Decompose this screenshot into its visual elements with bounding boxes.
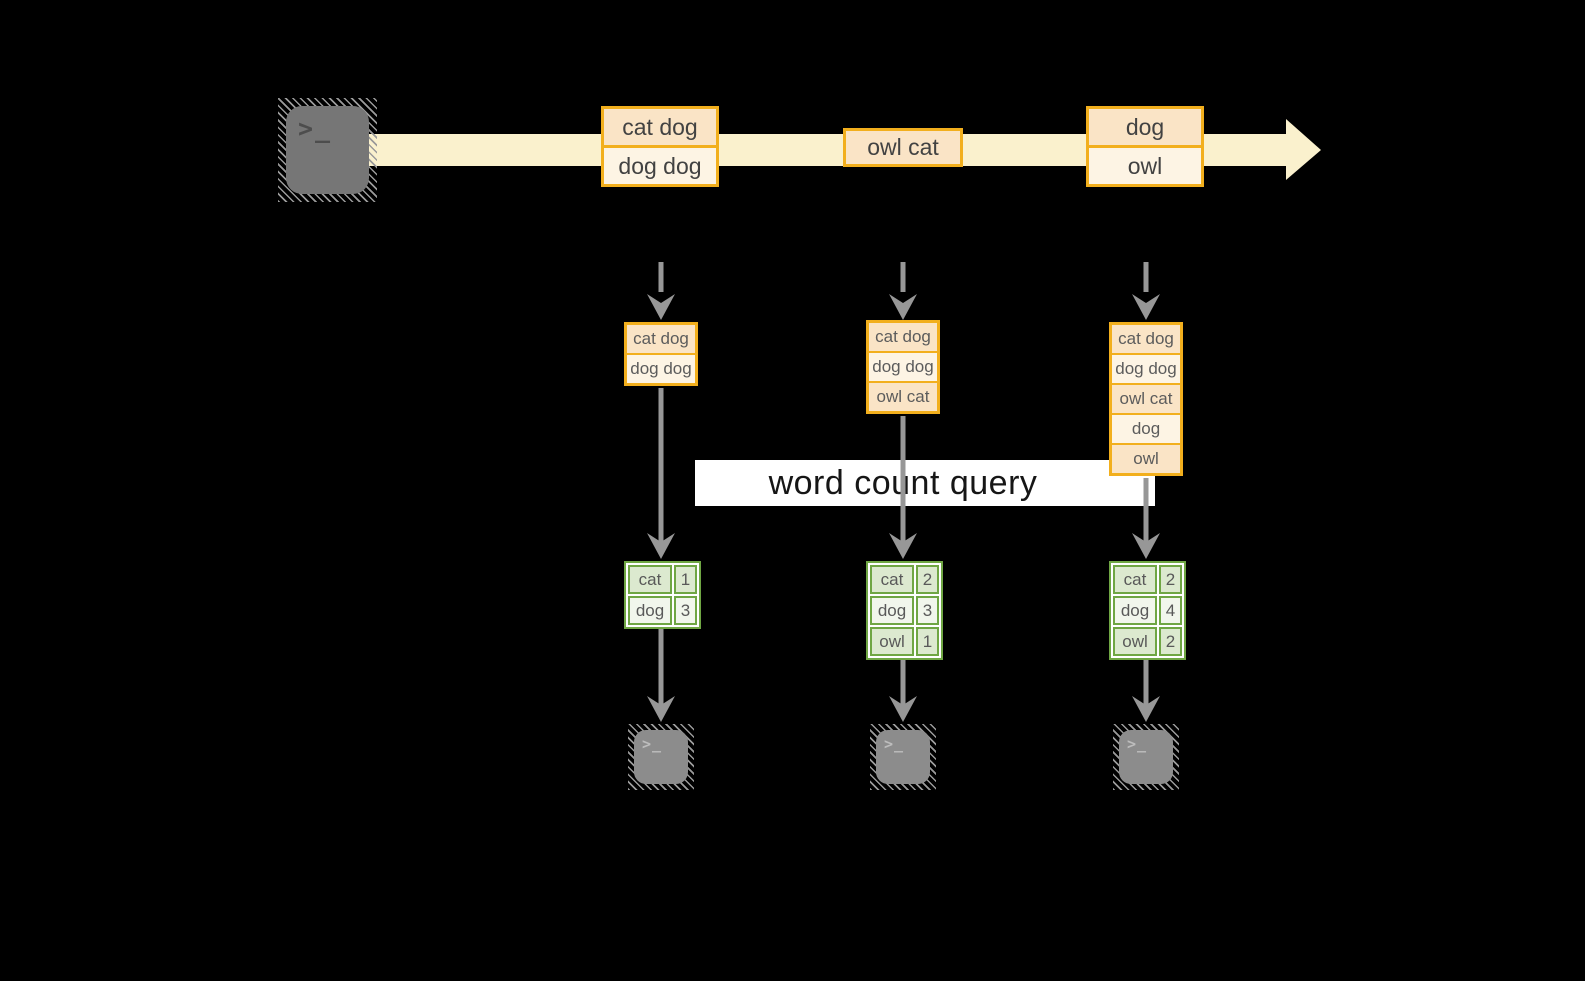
count-cell: 2 bbox=[916, 565, 939, 594]
stack-record: owl cat bbox=[869, 383, 937, 411]
terminal-source-icon: >_ bbox=[278, 98, 377, 202]
table-row: owl 2 bbox=[1113, 627, 1182, 656]
stream-arrowhead-icon bbox=[1286, 119, 1321, 180]
record-stack-2: cat dog dog dog owl cat bbox=[866, 320, 940, 414]
stack-record: cat dog bbox=[1112, 325, 1180, 353]
dashed-arrow-head-2-icon bbox=[889, 294, 917, 320]
word-cell: dog bbox=[628, 596, 672, 625]
stack-record: cat dog bbox=[627, 325, 695, 353]
word-cell: dog bbox=[870, 596, 914, 625]
record-stack-3: cat dog dog dog owl cat dog owl bbox=[1109, 322, 1183, 476]
word-cell: owl bbox=[870, 627, 914, 656]
stream-record: owl bbox=[1089, 148, 1201, 184]
terminal-body: >_ bbox=[286, 106, 369, 194]
dashed-arrow-head-1-icon bbox=[647, 294, 675, 320]
stream-event-box-1: cat dog dog dog bbox=[601, 106, 719, 187]
output-arrow-head-3-icon bbox=[1132, 696, 1160, 722]
count-table-1: cat 1 dog 3 bbox=[624, 561, 701, 629]
count-table-3: cat 2 dog 4 owl 2 bbox=[1109, 561, 1186, 660]
stack-record: owl bbox=[1112, 445, 1180, 473]
table-row: dog 3 bbox=[628, 596, 697, 625]
table-row: cat 2 bbox=[870, 565, 939, 594]
stack-record: owl cat bbox=[1112, 385, 1180, 413]
terminal-output-icon-3: >_ bbox=[1113, 724, 1179, 790]
terminal-body: >_ bbox=[1119, 730, 1173, 784]
count-table-2: cat 2 dog 3 owl 1 bbox=[866, 561, 943, 660]
word-cell: cat bbox=[870, 565, 914, 594]
terminal-body: >_ bbox=[876, 730, 930, 784]
output-arrow-head-1-icon bbox=[647, 696, 675, 722]
terminal-prompt-icon: >_ bbox=[884, 735, 905, 753]
stream-record: dog dog bbox=[604, 148, 716, 184]
word-cell: dog bbox=[1113, 596, 1157, 625]
stack-record: dog bbox=[1112, 415, 1180, 443]
table-row: dog 4 bbox=[1113, 596, 1182, 625]
query-arrow-head-2-icon bbox=[889, 533, 917, 559]
record-stack-1: cat dog dog dog bbox=[624, 322, 698, 386]
stream-event-box-2: owl cat bbox=[843, 128, 963, 167]
terminal-output-icon-1: >_ bbox=[628, 724, 694, 790]
terminal-output-icon-2: >_ bbox=[870, 724, 936, 790]
table-row: cat 1 bbox=[628, 565, 697, 594]
count-cell: 2 bbox=[1159, 627, 1182, 656]
word-cell: cat bbox=[1113, 565, 1157, 594]
count-cell: 2 bbox=[1159, 565, 1182, 594]
query-arrow-head-3-icon bbox=[1132, 533, 1160, 559]
query-arrow-head-1-icon bbox=[647, 533, 675, 559]
word-cell: cat bbox=[628, 565, 672, 594]
stack-record: dog dog bbox=[627, 355, 695, 383]
stream-record: dog bbox=[1089, 109, 1201, 145]
table-row: dog 3 bbox=[870, 596, 939, 625]
stream-record: owl cat bbox=[846, 131, 960, 164]
dashed-arrow-head-3-icon bbox=[1132, 294, 1160, 320]
count-cell: 3 bbox=[916, 596, 939, 625]
count-cell: 1 bbox=[674, 565, 697, 594]
stream-record: cat dog bbox=[604, 109, 716, 145]
output-arrow-head-2-icon bbox=[889, 696, 917, 722]
stream-event-box-3: dog owl bbox=[1086, 106, 1204, 187]
terminal-prompt-icon: >_ bbox=[298, 114, 333, 143]
terminal-prompt-icon: >_ bbox=[1127, 735, 1148, 753]
stack-record: dog dog bbox=[1112, 355, 1180, 383]
terminal-prompt-icon: >_ bbox=[642, 735, 663, 753]
count-cell: 3 bbox=[674, 596, 697, 625]
count-cell: 1 bbox=[916, 627, 939, 656]
stack-record: cat dog bbox=[869, 323, 937, 351]
stack-record: dog dog bbox=[869, 353, 937, 381]
table-row: owl 1 bbox=[870, 627, 939, 656]
table-row: cat 2 bbox=[1113, 565, 1182, 594]
terminal-body: >_ bbox=[634, 730, 688, 784]
count-cell: 4 bbox=[1159, 596, 1182, 625]
word-cell: owl bbox=[1113, 627, 1157, 656]
